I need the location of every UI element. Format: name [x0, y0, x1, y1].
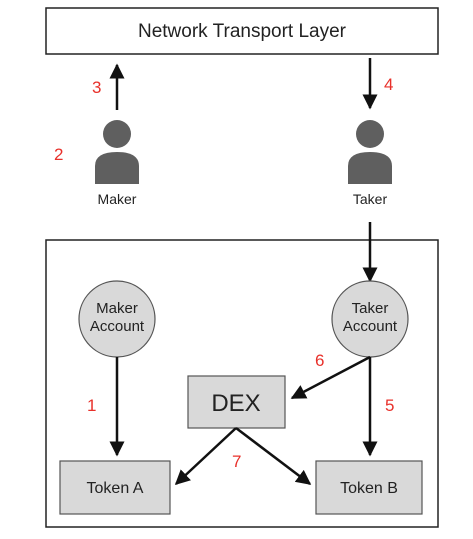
maker-account-label-line2: Account: [90, 318, 145, 335]
token-b-box: Token B: [315, 460, 423, 515]
maker-label: Maker: [98, 191, 137, 207]
token-b-label: Token B: [340, 480, 398, 497]
taker-account: Taker Account: [331, 280, 409, 358]
taker-account-label-line1: Taker: [352, 300, 389, 317]
arrow-dex-to-token-b: [235, 427, 312, 485]
blockchain-container: [45, 239, 439, 528]
dex-label: DEX: [211, 390, 260, 417]
maker-account: Maker Account: [78, 280, 156, 358]
step-number-3: 3: [92, 78, 101, 97]
taker-label: Taker: [353, 191, 388, 207]
maker-account-label-line1: Maker: [96, 300, 138, 317]
arrow-dex-to-token-a: [174, 427, 237, 486]
taker-account-label-line2: Account: [343, 318, 398, 335]
step-number-2: 2: [54, 145, 63, 164]
step-number-4: 4: [384, 75, 393, 94]
taker-actor: Taker: [348, 120, 392, 207]
person-icon: [348, 120, 392, 184]
network-transport-layer: Network Transport Layer: [45, 7, 439, 55]
step-number-7: 7: [232, 452, 241, 471]
dex-box: DEX: [187, 375, 286, 429]
arrow-taker-account-to-dex: [290, 355, 371, 400]
step-number-1: 1: [87, 396, 96, 415]
token-a-box: Token A: [59, 460, 171, 515]
network-transport-layer-label: Network Transport Layer: [138, 21, 347, 42]
token-a-label: Token A: [87, 480, 144, 497]
step-number-5: 5: [385, 396, 394, 415]
maker-actor: Maker: [95, 120, 139, 207]
person-icon: [95, 120, 139, 184]
step-number-6: 6: [315, 351, 324, 370]
